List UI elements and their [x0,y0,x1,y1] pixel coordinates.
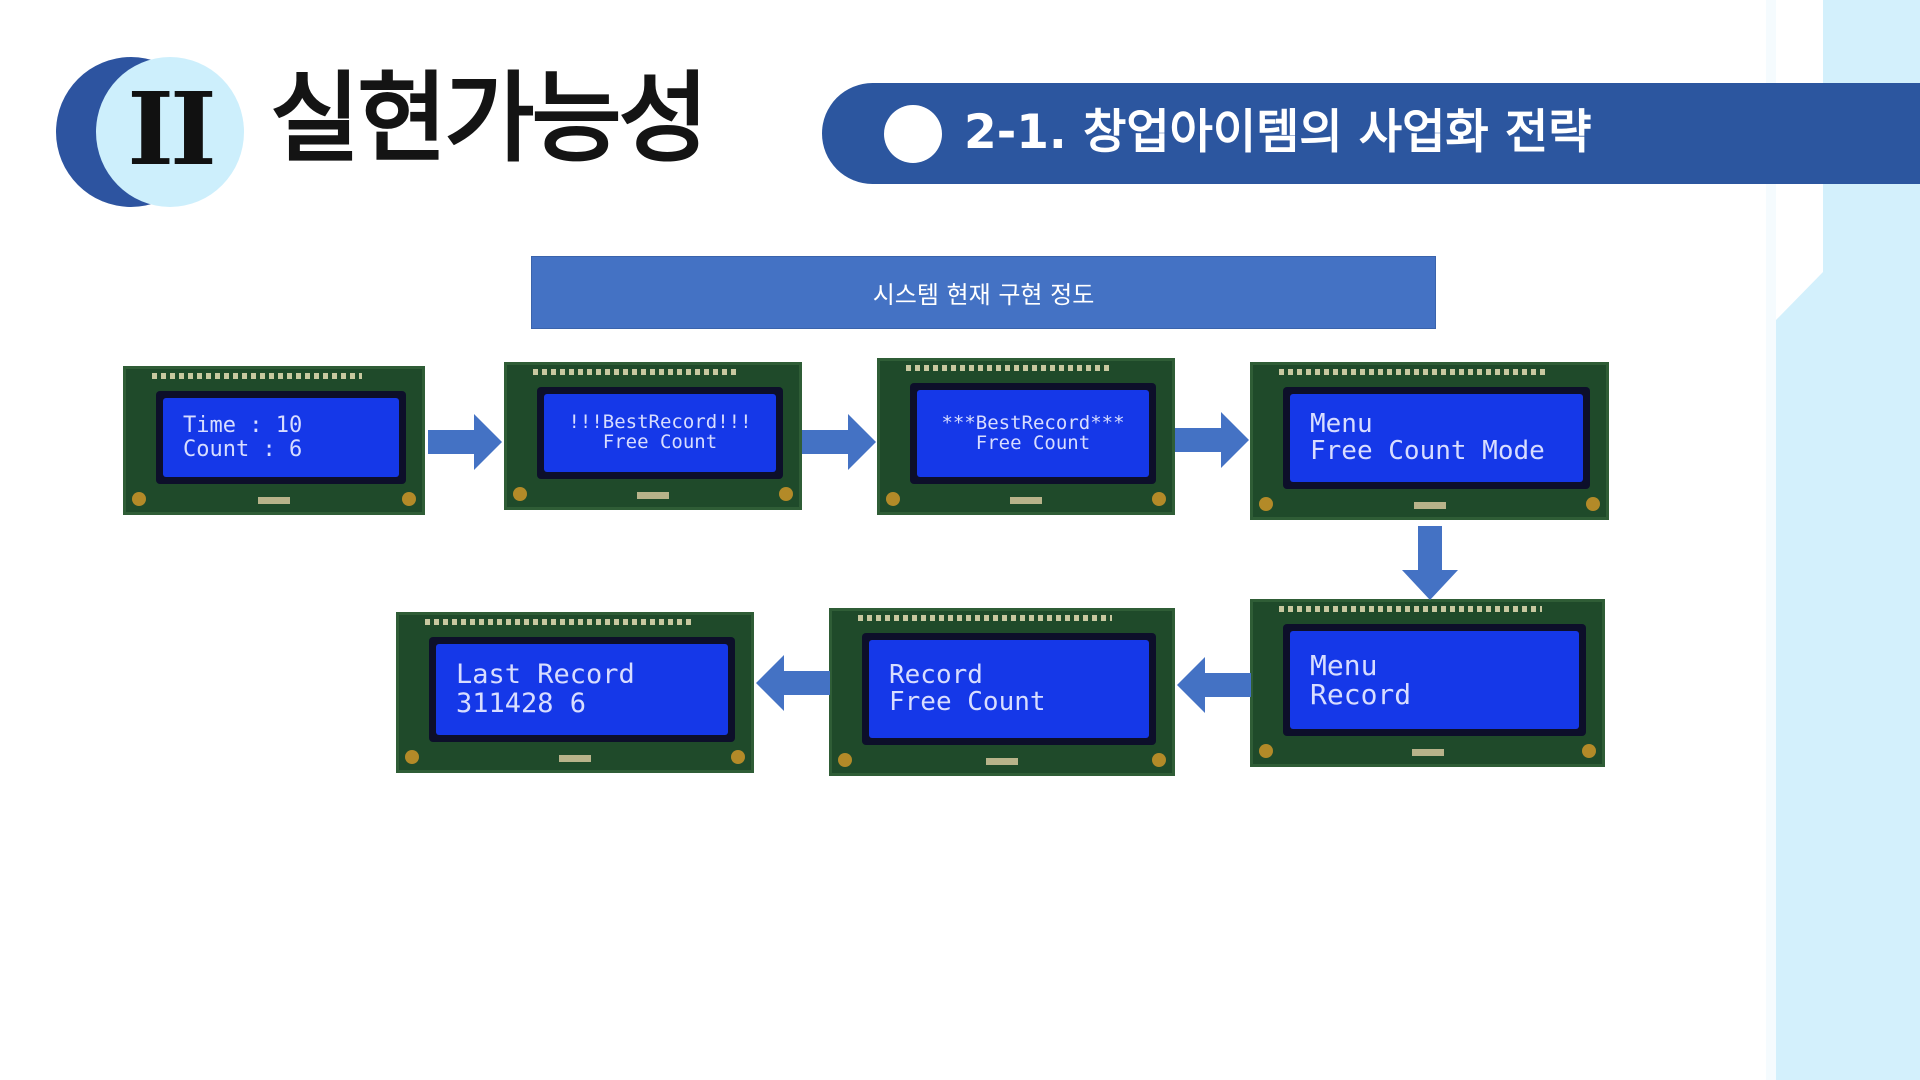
lcd-line: Count : 6 [183,436,303,462]
arrow-down-icon [1402,526,1458,600]
lcd-line: Free Count [975,431,1091,454]
lcd-screen-1: Time : 10 Count : 6 [123,366,425,515]
header-title: 2-1. 창업아이템의 사업화 전략 [964,105,1592,160]
lcd-screen-3: ***BestRecord*** Free Count [877,358,1175,515]
arrow-left-icon [756,655,830,711]
lcd-line: Free Count Mode [1310,436,1545,466]
lcd-line: Record [889,659,983,690]
lcd-line: Free Count [889,687,1046,717]
section-number: II [127,70,217,188]
lcd-line: Record [1310,678,1412,711]
sub-heading: 시스템 현재 구현 정도 [872,281,1095,309]
header-bullet-icon [884,105,942,163]
lcd-line: Free Count [602,431,718,453]
header-bar [822,83,1920,184]
lcd-line: Time : 10 [183,413,303,439]
side-panel-corner [1776,272,1823,320]
lcd-line: Menu [1310,408,1373,439]
lcd-line: Last Record [456,659,635,691]
lcd-line: !!!BestRecord!!! [568,411,752,434]
lcd-line: ***BestRecord*** [941,411,1125,434]
lcd-screen-2: !!!BestRecord!!! Free Count [504,362,802,510]
lcd-screen-6: Record Free Count [829,608,1175,776]
section-title: 실현가능성 [270,62,709,176]
lcd-screen-5: Menu Record [1250,599,1605,767]
lcd-line: 311428 6 [456,687,587,719]
arrow-right-icon [428,414,502,470]
lcd-line: Menu [1310,648,1378,682]
side-panel-shadow [1766,0,1776,1080]
section-badge: II [96,57,244,207]
arrow-right-icon [802,414,876,470]
lcd-screen-4: Menu Free Count Mode [1250,362,1609,520]
lcd-screen-7: Last Record 311428 6 [396,612,754,773]
side-panel-lower [1776,320,1823,1080]
arrow-right-icon [1175,412,1249,468]
sub-heading-box: 시스템 현재 구현 정도 [531,256,1436,329]
arrow-left-icon [1177,657,1251,713]
